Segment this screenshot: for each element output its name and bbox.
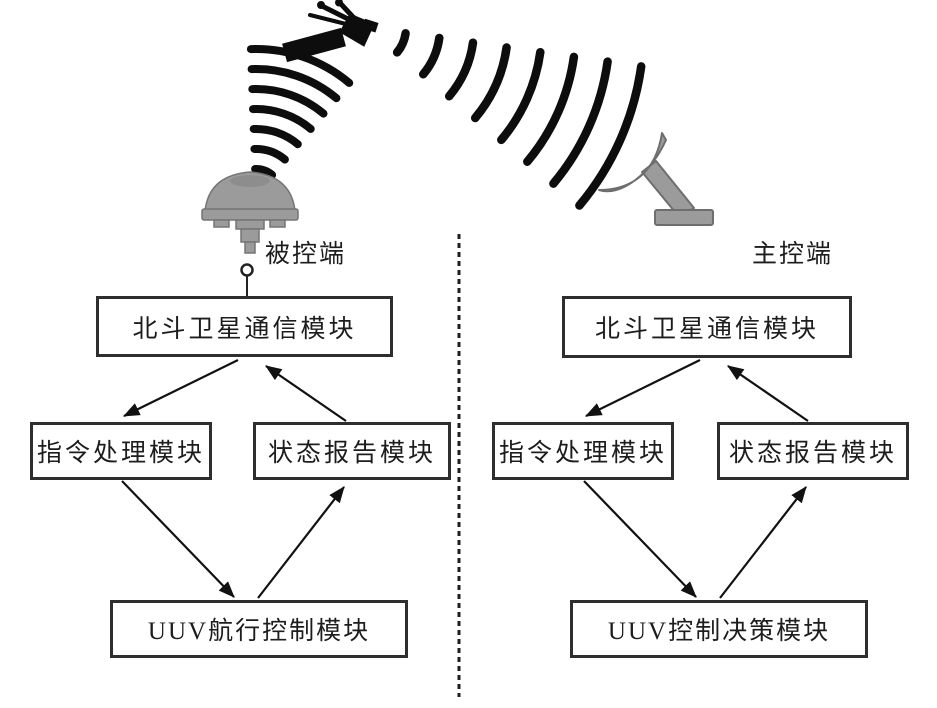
uuv-navigation-control-module-box: UUV航行控制模块 [110,600,408,658]
signal-waves-left-icon [246,45,354,179]
master-status-module-box: 状态报告模块 [717,422,909,480]
master-command-module-box: 指令处理模块 [492,422,674,480]
controlled-command-module-box: 指令处理模块 [30,422,212,480]
dish-antenna-icon [598,132,714,226]
dome-antenna-icon [201,171,299,254]
flow-arrows-right [583,359,809,599]
uuv-control-decision-module-box: UUV控制决策模块 [570,600,868,658]
signal-waves-right-icon [392,29,646,210]
controlled-status-module-box: 状态报告模块 [253,422,451,480]
controlled-side-label: 被控端 [265,241,347,268]
master-satcom-module-box: 北斗卫星通信模块 [562,296,852,358]
flow-arrows-left [121,359,347,599]
antenna-connector-node [240,263,254,297]
controlled-satcom-module-box: 北斗卫星通信模块 [96,296,393,357]
master-side-label: 主控端 [752,241,834,268]
